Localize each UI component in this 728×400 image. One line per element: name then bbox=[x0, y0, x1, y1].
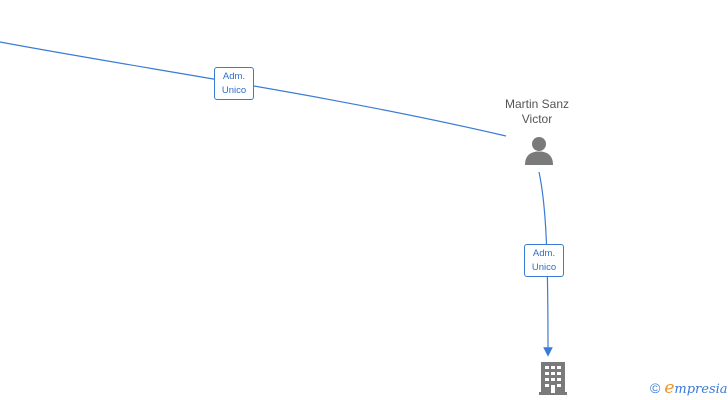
edge-person-to-company bbox=[538, 171, 553, 357]
role-label-line1: Adm. bbox=[222, 70, 246, 82]
role-label-edge-2[interactable]: Adm. Unico bbox=[524, 244, 564, 277]
role-label-edge-1[interactable]: Adm. Unico bbox=[214, 67, 254, 100]
brand-initial: e bbox=[664, 378, 675, 398]
person-icon[interactable] bbox=[523, 136, 555, 166]
person-name-line2: Victor bbox=[521, 112, 553, 126]
brand-logo: © empresia bbox=[650, 378, 728, 398]
person-name-line1: Martin Sanz bbox=[504, 97, 570, 111]
role-label-line2: Unico bbox=[531, 261, 557, 273]
building-icon[interactable] bbox=[537, 360, 569, 396]
copyright-icon: © bbox=[650, 380, 661, 396]
person-name[interactable]: Martin Sanz Victor bbox=[477, 97, 597, 127]
brand-name: mpresia bbox=[674, 382, 728, 397]
role-label-line2: Unico bbox=[221, 84, 247, 96]
role-label-line1: Adm. bbox=[532, 247, 556, 259]
